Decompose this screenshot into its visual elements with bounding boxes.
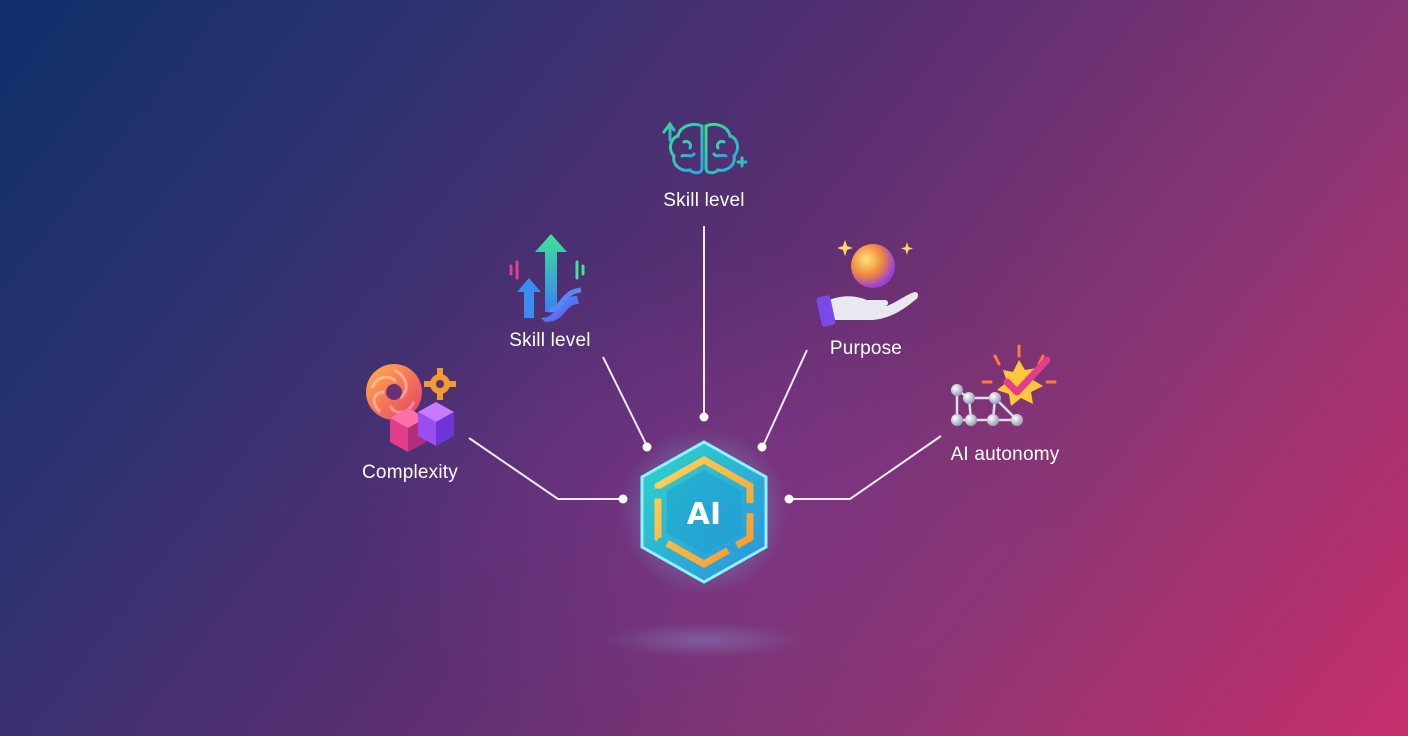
hexagon-badge-icon — [620, 428, 788, 596]
node-label: Complexity — [362, 462, 458, 483]
hub-label: AI — [686, 496, 722, 532]
node-ai-autonomy: AI autonomy — [920, 342, 1090, 466]
node-skill-level-upper-left: Skill level — [470, 232, 630, 352]
hub-reflection — [604, 622, 804, 658]
connector-upper-right — [762, 349, 808, 447]
connector-upper-left — [602, 356, 648, 447]
node-skill-level-top: Skill level — [624, 118, 784, 212]
node-label: Purpose — [829, 338, 903, 359]
brain-icon — [662, 121, 748, 175]
connector-dot-top — [699, 412, 709, 422]
network-checkmark-icon — [951, 344, 1057, 426]
connector-right — [789, 435, 942, 500]
connector-left — [468, 437, 623, 500]
growth-arrows-icon — [509, 234, 585, 322]
cubes-and-gear-icon — [366, 364, 456, 452]
node-label: AI autonomy — [950, 444, 1060, 465]
node-label: Skill level — [509, 330, 591, 351]
hand-holding-sphere-icon — [816, 240, 918, 327]
node-purpose: Purpose — [786, 236, 946, 360]
ai-hub: AI — [620, 428, 788, 598]
node-complexity: Complexity — [330, 362, 490, 484]
node-label: Skill level — [663, 190, 745, 211]
